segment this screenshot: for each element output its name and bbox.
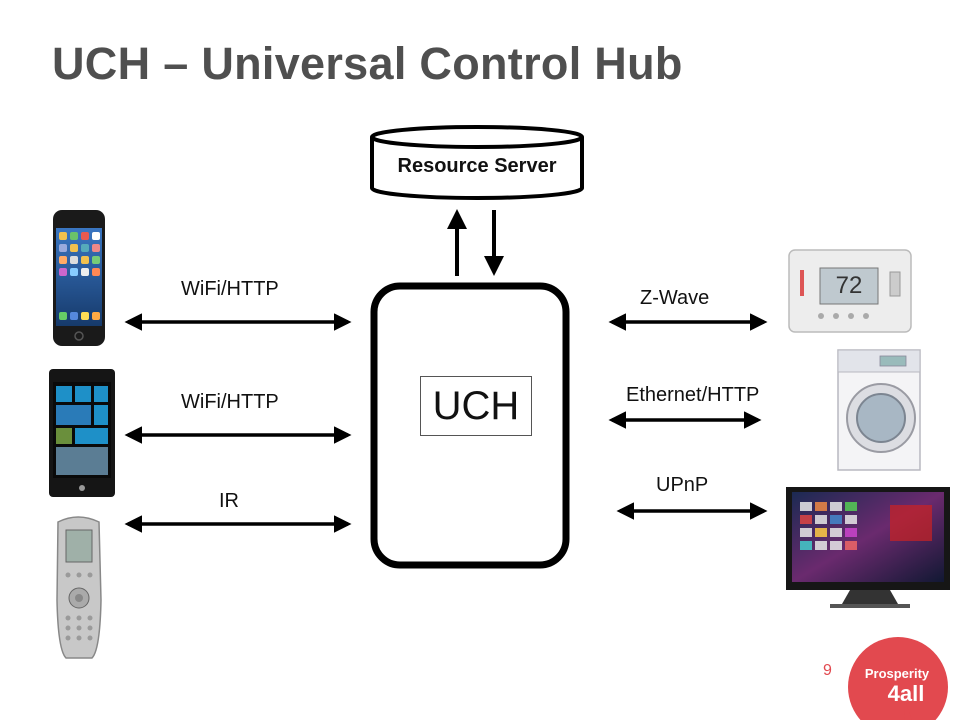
right-link-label-3: UPnP	[656, 474, 709, 496]
left-link-label-2: WiFi/HTTP	[181, 391, 279, 413]
thermostat-icon	[788, 249, 912, 333]
windows-phone-icon	[49, 369, 115, 497]
washing-machine-icon	[837, 349, 921, 471]
prosperity4all-logo	[848, 637, 948, 720]
page-title: UCH – Universal Control Hub	[52, 38, 683, 89]
smart-tv-icon	[786, 487, 950, 608]
left-link-label-1: WiFi/HTTP	[181, 278, 279, 300]
logo-text-line2: 4all	[887, 681, 925, 706]
thermostat-display-value: 72	[835, 272, 863, 299]
smartphone-icon	[53, 210, 105, 346]
uch-hub-label: UCH	[420, 376, 532, 436]
resource-server-label: Resource Server	[397, 155, 557, 177]
right-link-label-1: Z-Wave	[640, 287, 710, 309]
resource-server-cylinder	[370, 125, 584, 200]
right-link-label-2: Ethernet/HTTP	[626, 384, 760, 406]
page-number: 9	[823, 662, 832, 679]
left-link-label-3: IR	[219, 490, 239, 512]
logo-text-line1: Prosperity	[864, 666, 930, 681]
remote-control-icon	[56, 516, 102, 659]
